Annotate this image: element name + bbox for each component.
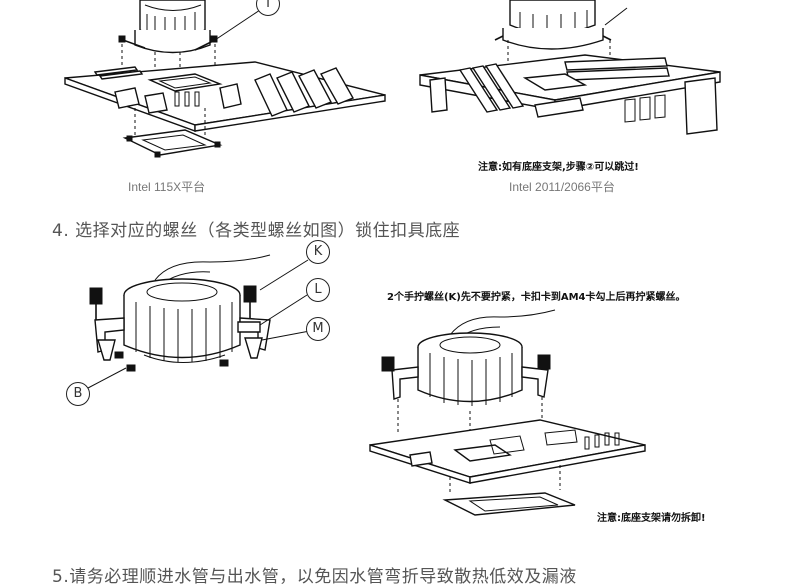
callout-l: L: [306, 278, 330, 302]
intel-115x-diagram: [64, 0, 386, 158]
caption-intel-115x: Intel 115X平台: [128, 180, 206, 194]
backplate: [442, 492, 576, 516]
step-5-heading: 5.请务必理顺进水管与出水管，以免因水管弯折导致散热低效及漏液: [52, 567, 577, 587]
callout-m: M: [306, 317, 330, 341]
step-4-heading: 4. 选择对应的螺丝（各类型螺丝如图）锁住扣具底座: [52, 221, 461, 241]
caption-intel-2011: Intel 2011/2066平台: [509, 180, 615, 194]
thumb-screw-left: [89, 287, 103, 305]
thumb-screw-right: [243, 285, 257, 303]
note-skip-step: 注意:如有底座支架,步骤②可以跳过!: [478, 162, 639, 173]
pump-body: [123, 278, 241, 363]
pump-head: [502, 0, 604, 50]
note-do-not-remove-bracket: 注意:底座支架请勿拆卸!: [597, 513, 706, 524]
intel-2011-diagram: [419, 0, 721, 135]
screw-types-diagram: [87, 254, 316, 389]
am4-mounting-diagram: [369, 309, 646, 516]
note-am4-thumb-screws: 2个手拧螺丝(K)先不要拧紧，卡扣卡到AM4卡勾上后再拧紧螺丝。: [387, 292, 686, 303]
motherboard: [369, 419, 646, 478]
backplate: [122, 129, 223, 158]
callout-k: K: [306, 240, 330, 264]
callout-b: B: [66, 382, 90, 406]
pump-body: [417, 332, 523, 406]
pump-head: [134, 0, 211, 54]
